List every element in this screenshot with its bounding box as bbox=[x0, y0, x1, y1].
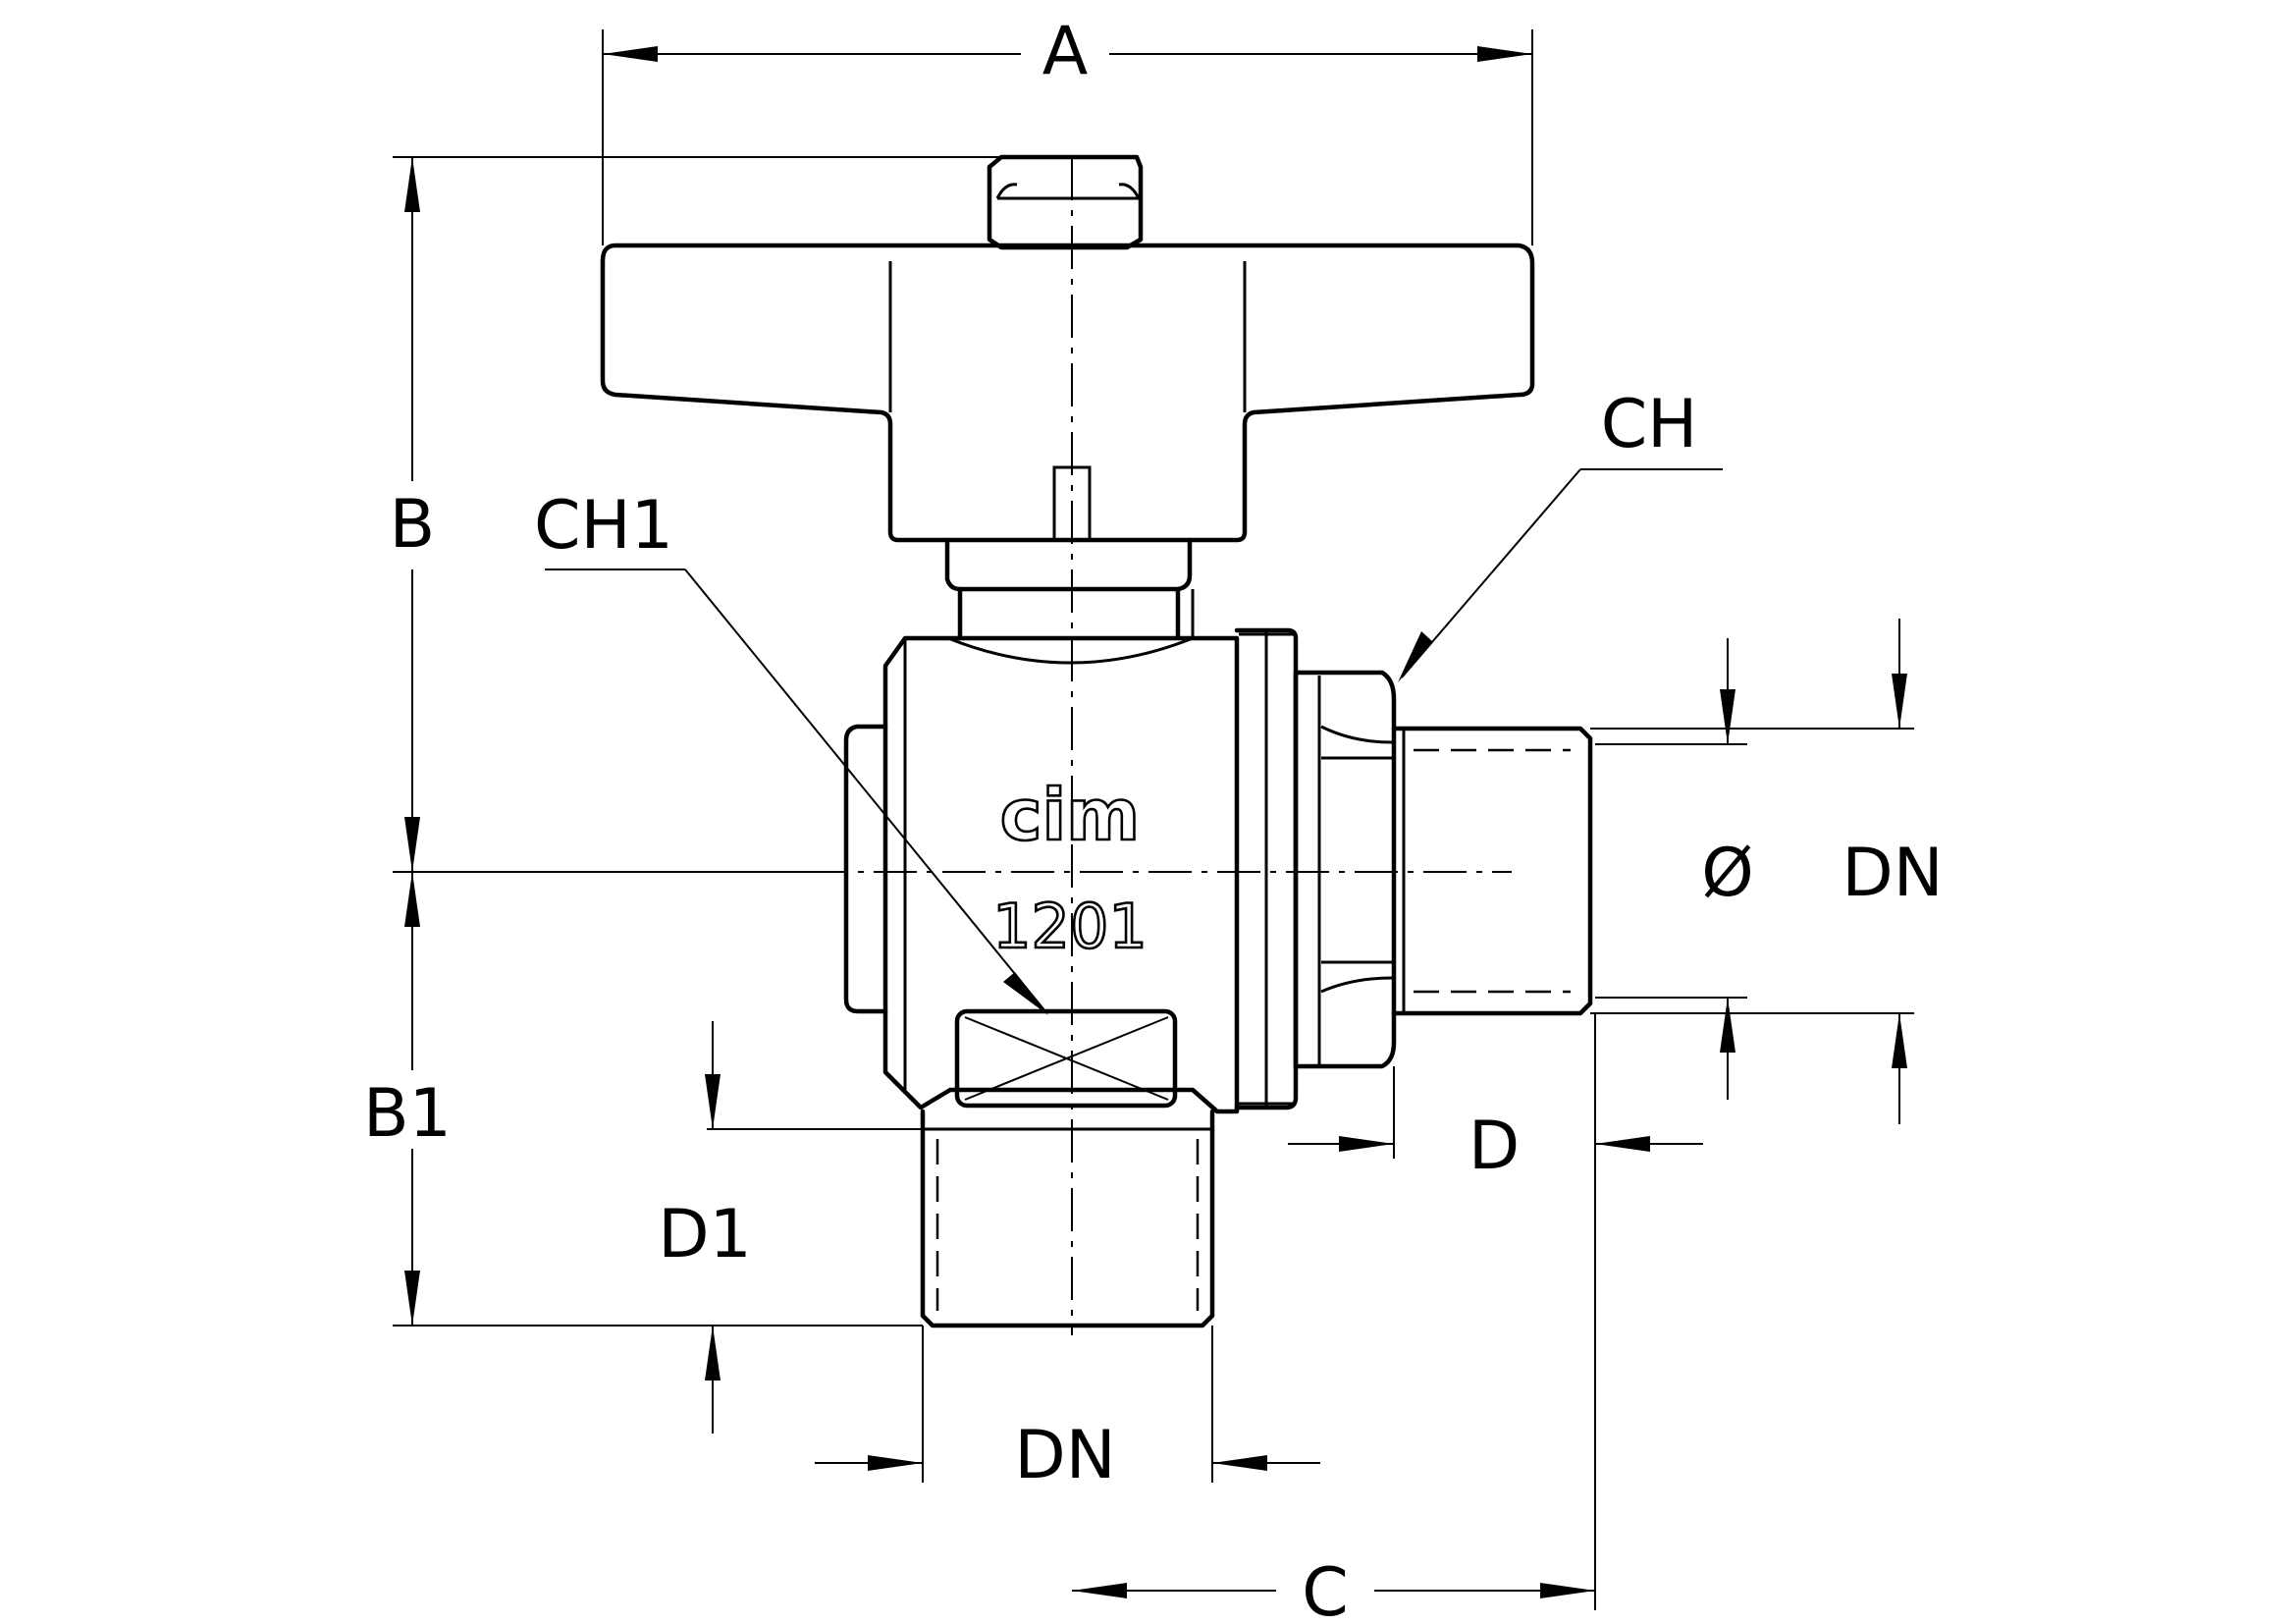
dimension-a bbox=[602, 29, 1533, 245]
dim-label-dn-right: DN bbox=[1842, 835, 1943, 912]
dimension-c bbox=[1072, 1013, 1596, 1610]
right-threaded-outlet bbox=[1391, 726, 1593, 1016]
dimension-d bbox=[1288, 1066, 1703, 1159]
brand-marking: cim bbox=[1000, 774, 1140, 856]
dim-label-d1: D1 bbox=[658, 1196, 752, 1273]
leader-ch bbox=[1398, 468, 1723, 682]
dim-label-ch: CH bbox=[1601, 386, 1698, 463]
dimension-dn-bottom bbox=[815, 1326, 1320, 1483]
valve-body bbox=[600, 154, 1593, 1328]
ch1-wrench-flat bbox=[954, 1008, 1178, 1109]
right-hex-nut bbox=[1293, 670, 1397, 1069]
dimension-dn-right bbox=[1590, 619, 1914, 1124]
dimension-b1 bbox=[393, 872, 923, 1326]
dimension-diameter bbox=[1595, 638, 1747, 1100]
dim-label-b1: B1 bbox=[363, 1075, 452, 1153]
bottom-threaded-outlet bbox=[920, 1109, 1215, 1328]
dimension-b bbox=[393, 156, 1001, 873]
dimension-d1 bbox=[705, 1021, 923, 1434]
dim-label-diameter: Ø bbox=[1701, 835, 1754, 912]
top-nut bbox=[987, 154, 1144, 250]
dim-label-d: D bbox=[1468, 1108, 1520, 1185]
t-handle bbox=[600, 243, 1535, 543]
leader-ch1 bbox=[545, 568, 1048, 1015]
center-lines bbox=[805, 157, 1512, 1335]
dim-label-dn-bottom: DN bbox=[1014, 1417, 1115, 1494]
dim-label-c: C bbox=[1302, 1554, 1348, 1624]
dim-label-b: B bbox=[390, 486, 436, 564]
dim-label-ch1: CH1 bbox=[534, 487, 673, 565]
model-marking: 1201 bbox=[992, 891, 1148, 962]
dim-label-a: A bbox=[1042, 13, 1089, 90]
body-block bbox=[882, 635, 1240, 1114]
